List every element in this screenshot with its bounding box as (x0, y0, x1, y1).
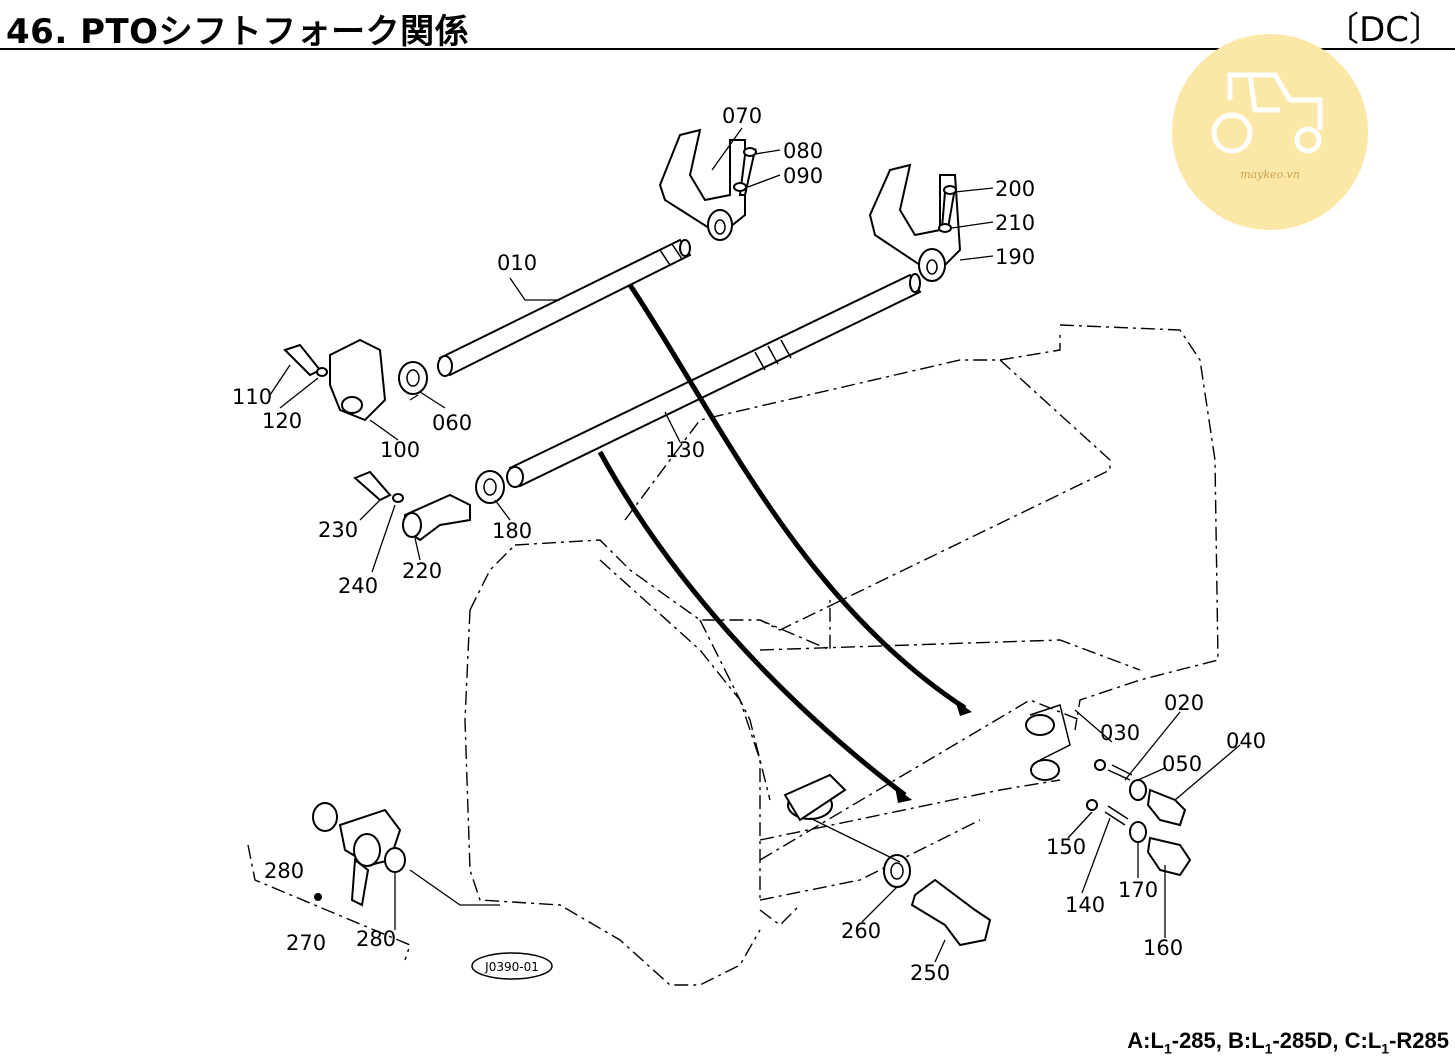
shift-fork-070 (658, 128, 746, 241)
footer-part-b: B:L1-285D, (1228, 1027, 1345, 1056)
footer-part-c: C:L1-R285 (1344, 1027, 1449, 1056)
label-200: 200 (995, 177, 1035, 201)
watermark-text: maykeo.vn (1240, 168, 1300, 181)
footer-part-a: A:L1-285, (1127, 1027, 1229, 1056)
housing-bosses (783, 704, 1071, 822)
label-040: 040 (1226, 729, 1266, 753)
leader-lines (269, 127, 1241, 963)
shift-arm-100 (283, 338, 387, 422)
label-180: 180 (492, 519, 532, 543)
detent-parts (1086, 759, 1192, 877)
label-110: 110 (232, 385, 272, 409)
shift-shaft-010 (437, 238, 692, 377)
label-270: 270 (286, 931, 326, 955)
label-210: 210 (995, 211, 1035, 235)
figure-id-badge: J0390-01 (471, 952, 553, 980)
assembly-arrows (597, 283, 972, 803)
label-190: 190 (995, 245, 1035, 269)
label-070: 070 (722, 104, 762, 128)
label-130: 130 (665, 438, 705, 462)
label-220: 220 (402, 559, 442, 583)
model-code: 〔DC〕 (1325, 10, 1443, 50)
watermark-logo: maykeo.vn (1172, 34, 1368, 230)
label-280-bottom: 280 (356, 927, 396, 951)
label-090: 090 (783, 164, 823, 188)
label-060: 060 (432, 411, 472, 435)
shift-shaft-130 (506, 273, 922, 488)
lever-270 (247, 802, 411, 961)
label-030: 030 (1100, 721, 1140, 745)
label-010: 010 (497, 251, 537, 275)
model-applicability-footer: A:L1-285, B:L1-285D, C:L1-R285 (1127, 1028, 1449, 1056)
figure-id-text: J0390-01 (484, 960, 539, 974)
shift-fork-190 (868, 163, 962, 282)
seal-260-bolt-250 (883, 854, 992, 947)
transmission-housing (464, 324, 1219, 986)
label-020: 020 (1164, 691, 1204, 715)
label-240: 240 (338, 574, 378, 598)
label-280-top: 280 (264, 859, 304, 883)
label-080: 080 (783, 139, 823, 163)
part-labels: 070 080 090 200 210 190 010 110 120 060 … (232, 104, 1266, 985)
header-rule (0, 48, 1455, 50)
fork-bolts (733, 147, 957, 233)
label-250: 250 (910, 961, 950, 985)
label-160: 160 (1143, 936, 1183, 960)
oil-seal-180 (475, 470, 505, 504)
label-120: 120 (262, 409, 302, 433)
page-title: 46. PTOシフトフォーク関係 (6, 12, 470, 52)
oil-seal-060 (398, 361, 428, 395)
label-150: 150 (1046, 835, 1086, 859)
shift-arm-220 (353, 470, 471, 542)
tractor-logo-icon (1211, 72, 1323, 154)
label-230: 230 (318, 518, 358, 542)
label-100: 100 (380, 438, 420, 462)
label-260: 260 (841, 919, 881, 943)
label-170: 170 (1118, 878, 1158, 902)
label-050: 050 (1162, 752, 1202, 776)
label-140: 140 (1065, 893, 1105, 917)
